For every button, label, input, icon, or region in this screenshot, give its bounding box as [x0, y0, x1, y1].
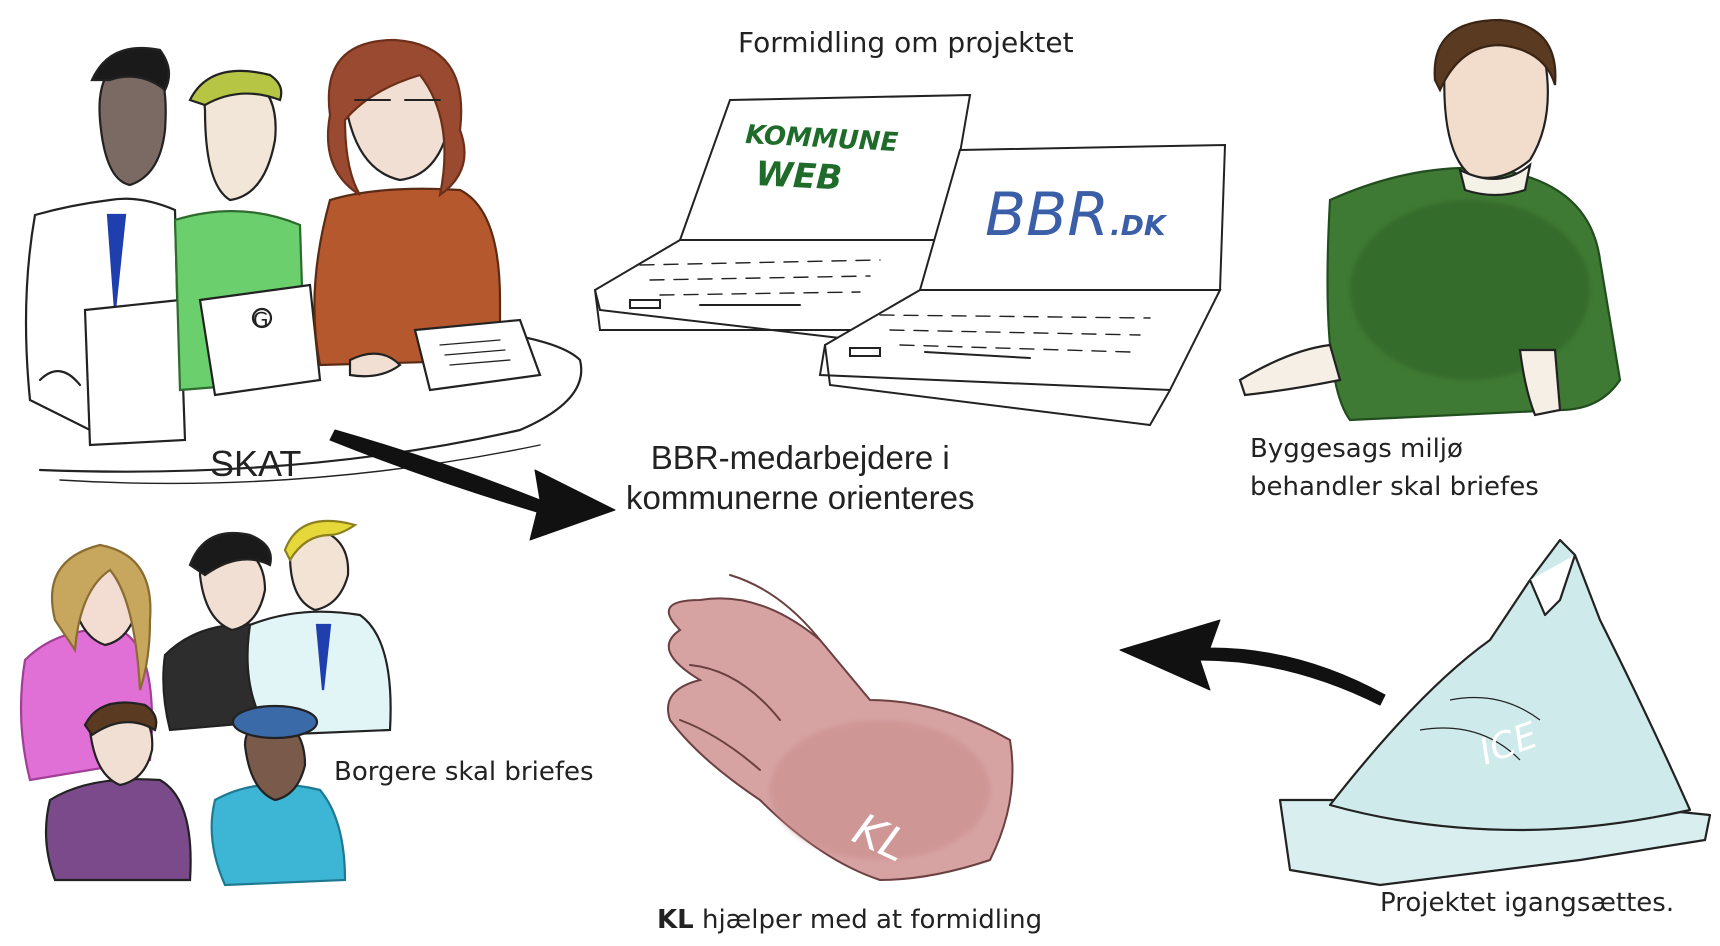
- bbr-staff-line1: BBR-medarbejdere i: [650, 439, 950, 476]
- kl-label-bold: KL: [657, 905, 694, 935]
- bbr-screen-main: BBR: [985, 180, 1109, 250]
- laptop-logo: G: [253, 308, 269, 332]
- kl-label-rest: hjælper med at formidling: [693, 905, 1043, 935]
- kl-hand-illustration: [667, 574, 1014, 882]
- arrow-left-curved-icon: [1119, 619, 1386, 706]
- byggesag-line2: behandler skal briefes: [1250, 472, 1539, 502]
- bbr-staff-label: BBR-medarbejdere i kommunerne orienteres: [626, 438, 975, 518]
- caseworker-illustration: [1238, 18, 1622, 422]
- bbr-screen-text: BBR .DK: [985, 180, 1168, 250]
- laptops-illustration: [593, 93, 1227, 427]
- formidling-label: Formidling om projektet: [738, 26, 1074, 59]
- kommune-line2: WEB: [755, 154, 844, 198]
- bbr-staff-line2: kommunerne orienteres: [626, 479, 975, 516]
- skat-group-illustration: [24, 38, 583, 485]
- byggesag-line1: Byggesags miljø: [1250, 434, 1463, 464]
- borgere-label: Borgere skal briefes: [334, 757, 594, 787]
- arrow-right-curved-icon: [329, 429, 616, 541]
- byggesag-label: Byggesags miljø behandler skal briefes: [1250, 430, 1539, 506]
- kl-label: KL hjælper med at formidling: [657, 905, 1042, 935]
- citizens-illustration: [19, 519, 392, 887]
- igangsaettes-label: Projektet igangsættes.: [1380, 888, 1675, 918]
- skat-label: SKAT: [210, 443, 302, 484]
- bbr-screen-suffix: .DK: [1110, 209, 1168, 242]
- iceberg-illustration: [1278, 538, 1712, 887]
